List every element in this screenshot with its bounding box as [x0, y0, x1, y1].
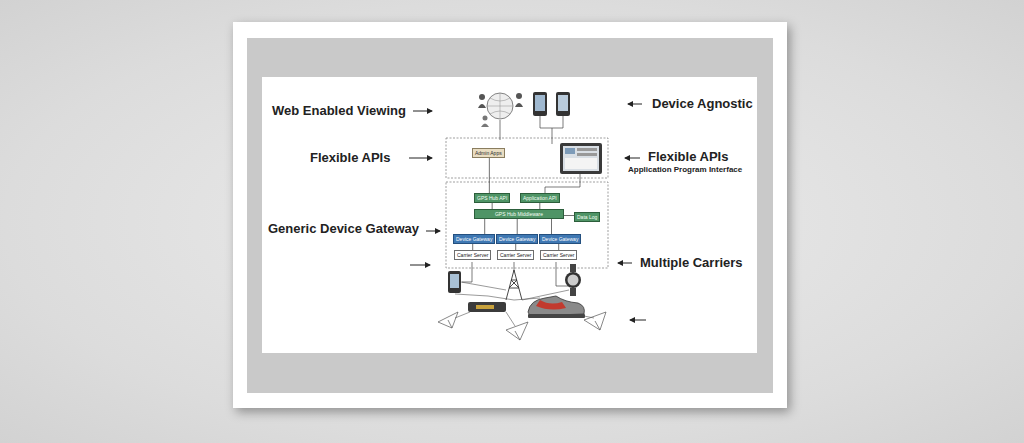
side-label: Web Enabled Viewing [272, 103, 406, 118]
api-box: Application API [520, 193, 560, 203]
server-box: Carrier Server [497, 250, 534, 260]
box-text: Carrier Server [500, 252, 531, 258]
connector [551, 219, 552, 234]
server-box: Carrier Server [540, 250, 577, 260]
box-text: GPS Hub API [477, 195, 507, 201]
box-text: Application API [523, 195, 557, 201]
server-box: Carrier Server [454, 250, 491, 260]
box-text: Device Gateway [499, 236, 535, 242]
box-text: Admin Apps [475, 150, 502, 156]
connector [484, 219, 485, 234]
middleware-box: GPS Hub Middleware [474, 209, 564, 219]
gateway-box: Device Gateway [453, 234, 495, 244]
side-label: Application Program Interface [628, 165, 742, 174]
connector [517, 219, 518, 234]
box-text: GPS Hub Middleware [477, 211, 561, 217]
gateway-box: Device Gateway [539, 234, 581, 244]
connector [564, 215, 574, 216]
side-label: Device Agnostic [652, 96, 753, 111]
api-box: GPS Hub API [474, 193, 510, 203]
side-label: Multiple Carriers [640, 255, 743, 270]
app-box: Admin Apps [472, 148, 505, 158]
box-text: Carrier Server [457, 252, 488, 258]
side-label: Generic Device Gateway [268, 221, 419, 236]
box-text: Device Gateway [542, 236, 578, 242]
log-box: Data Log [574, 212, 600, 222]
side-label: Flexible APIs [310, 150, 390, 165]
connector [489, 158, 490, 193]
box-text: Data Log [577, 214, 597, 220]
side-label: Flexible APIs [648, 149, 728, 164]
gateway-box: Device Gateway [496, 234, 538, 244]
box-text: Device Gateway [456, 236, 492, 242]
box-text: Carrier Server [543, 252, 574, 258]
